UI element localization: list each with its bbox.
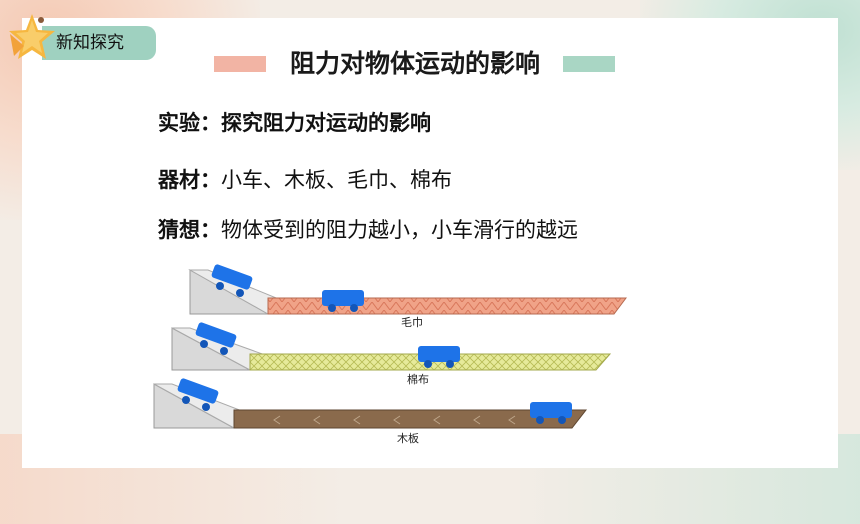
- towel-label: 毛巾: [401, 315, 423, 329]
- wood-surface: [233, 409, 588, 429]
- hypothesis-label: 猜想：: [158, 217, 221, 242]
- car-icon: [177, 378, 219, 411]
- title-accent-left: [214, 56, 266, 72]
- car-icon: [530, 402, 572, 424]
- experiment-line: 实验：探究阻力对运动的影响: [158, 107, 431, 137]
- towel-setup: 毛巾: [188, 264, 627, 329]
- wood-setup: 木板: [153, 378, 588, 445]
- cotton-label: 棉布: [407, 372, 429, 386]
- car-icon: [211, 264, 253, 297]
- materials-line: 器材：小车、木板、毛巾、棉布: [158, 164, 452, 194]
- car-icon: [418, 346, 460, 368]
- section-tag: 新知探究: [42, 26, 156, 60]
- car-icon: [322, 290, 364, 312]
- car-icon: [195, 322, 237, 355]
- towel-surface: [267, 297, 627, 315]
- materials-label: 器材：: [158, 167, 221, 192]
- experiment-diagram: 毛巾 棉布 木板: [153, 264, 627, 445]
- materials-text: 小车、木板、毛巾、棉布: [221, 168, 452, 192]
- experiment-label: 实验：: [158, 110, 221, 135]
- hypothesis-line: 猜想：物体受到的阻力越小，小车滑行的越远: [158, 214, 578, 244]
- experiment-text: 探究阻力对运动的影响: [221, 110, 431, 135]
- section-tag-label: 新知探究: [56, 33, 124, 53]
- star-icon: [9, 14, 55, 59]
- page-title: 阻力对物体运动的影响: [289, 49, 540, 78]
- title-accent-right: [563, 56, 615, 72]
- cotton-setup: 棉布: [171, 322, 612, 386]
- wood-label: 木板: [397, 431, 419, 445]
- hypothesis-text: 物体受到的阻力越小，小车滑行的越远: [221, 218, 578, 242]
